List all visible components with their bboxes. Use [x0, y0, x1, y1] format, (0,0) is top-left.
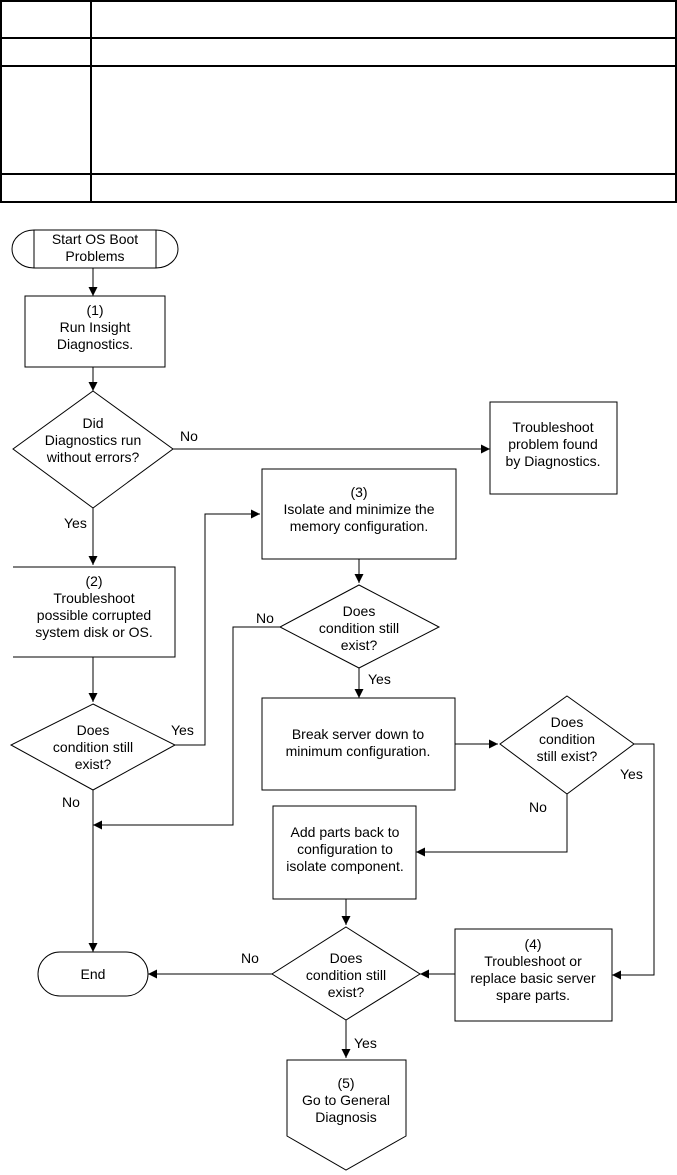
node-label-line: possible corrupted	[37, 607, 151, 623]
connectors	[88, 268, 655, 1058]
ts-diag-box	[489, 401, 618, 495]
node-label-line: Does	[330, 950, 363, 966]
header-table	[0, 0, 677, 203]
edge-label-did-yes: Yes	[64, 515, 87, 531]
node-label-line: system disk or OS.	[35, 624, 152, 640]
node-label-line: without errors?	[46, 449, 140, 465]
node-label-line: Diagnosis	[315, 1109, 376, 1125]
node-label-line: Does	[77, 722, 110, 738]
shapes	[9, 229, 635, 1171]
node-label-line: Troubleshoot or	[484, 953, 582, 969]
node-label-line: exist?	[328, 984, 365, 1000]
cond-bottom-diamond	[271, 926, 421, 1021]
edge-mid-no	[93, 626, 280, 830]
table-border	[0, 0, 677, 203]
edge-label-left-no: No	[62, 794, 80, 810]
node-label-line: condition	[539, 731, 595, 747]
node-label-line: condition still	[319, 620, 399, 636]
node-label-line: condition still	[306, 967, 386, 983]
edge-label-right-yes: Yes	[620, 766, 643, 782]
node-label-line: End	[81, 966, 106, 982]
break-down-box	[261, 697, 456, 791]
node-label-line: Does	[343, 603, 376, 619]
ts-disk-box	[13, 566, 176, 658]
node-label-line: still exist?	[537, 748, 598, 764]
add-parts-box	[272, 805, 417, 900]
node-label-line: memory configuration.	[290, 518, 429, 534]
cond-mid-diamond	[278, 584, 441, 669]
edge-left-yes	[175, 509, 260, 746]
cond-right-diamond	[499, 695, 635, 795]
node-label-line: Run Insight	[60, 319, 131, 335]
node-label-line: (2)	[85, 573, 102, 589]
node-label-line: condition still	[53, 739, 133, 755]
edge-label-mid-yes: Yes	[368, 671, 391, 687]
end-label: End	[81, 966, 106, 982]
cond-left-diamond	[9, 703, 177, 791]
node-label-line: by Diagnostics.	[506, 453, 601, 469]
edge-label-bottom-no: No	[241, 950, 259, 966]
edge-right-no	[416, 794, 568, 857]
node-label-line: (1)	[86, 302, 103, 318]
node-label-line: Break server down to	[292, 726, 424, 742]
node-label-line: Diagnostics run	[45, 432, 142, 448]
node-label-line: Troubleshoot	[53, 590, 134, 606]
node-label-line: (4)	[524, 936, 541, 952]
ts-replace-box	[454, 928, 613, 1022]
node-label-line: configuration to	[297, 841, 393, 857]
edge-label-bottom-yes: Yes	[354, 1035, 377, 1051]
node-label-line: problem found	[508, 436, 598, 452]
edge-right-yes	[612, 743, 655, 980]
node-label-line: Troubleshoot	[512, 419, 593, 435]
node-label-line: (3)	[350, 484, 367, 500]
edge-label-mid-no: No	[256, 610, 274, 626]
node-label-line: exist?	[341, 637, 378, 653]
did-diag-diamond	[12, 390, 174, 509]
edge-label-did-no: No	[180, 428, 198, 444]
node-label-line: Go to General	[302, 1092, 390, 1108]
end-terminal	[37, 951, 149, 997]
node-label-line: replace basic server	[470, 970, 596, 986]
node-label-line: Start OS Boot	[52, 231, 138, 247]
node-label-line: Isolate and minimize the	[284, 501, 435, 517]
node-label-line: exist?	[75, 756, 112, 772]
node-label-line: minimum configuration.	[286, 743, 431, 759]
node-label-line: Add parts back to	[291, 824, 400, 840]
node-label-line: Does	[551, 714, 584, 730]
general-diagnosis-pentagon	[286, 1059, 407, 1171]
isolate-mem-box	[261, 468, 457, 560]
node-label-line: Problems	[65, 248, 124, 264]
node-label-line: Did	[82, 415, 103, 431]
node-label-line: (5)	[337, 1075, 354, 1091]
node-label-line: isolate component.	[286, 858, 404, 874]
node-label-line: spare parts.	[496, 987, 570, 1003]
edge-label-left-yes: Yes	[171, 722, 194, 738]
edge-label-right-no: No	[529, 799, 547, 815]
run-insight-box	[24, 295, 166, 368]
node-label-line: Diagnostics.	[57, 336, 133, 352]
edge-labels: No Yes No Yes Yes No No Yes No Yes	[62, 428, 643, 1051]
